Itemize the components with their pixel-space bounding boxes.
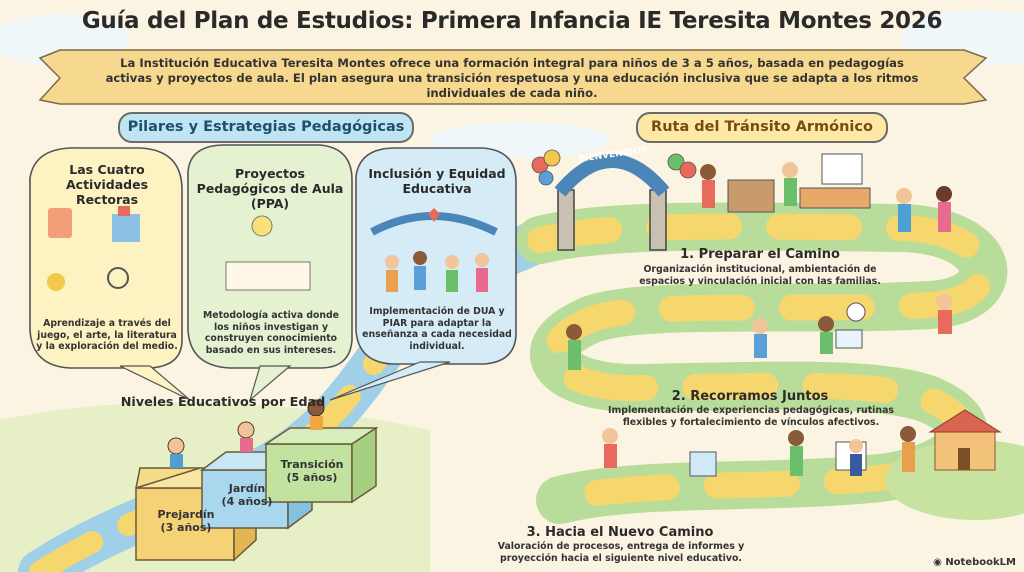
notebooklm-label: NotebookLM	[945, 557, 1016, 568]
levels-heading: Niveles Educativos por Edad	[120, 395, 326, 410]
level-prejardin-age: (3 años)	[160, 521, 212, 534]
pillar-3-desc: Implementación de DUA y PIAR para adapta…	[362, 306, 512, 352]
step-3-desc: Valoración de procesos, entrega de infor…	[497, 541, 745, 564]
pillar-1-desc: Aprendizaje a través del juego, el arte,…	[36, 318, 178, 352]
level-prejardin-name: Prejardín	[157, 508, 215, 521]
pillar-2-desc: Metodología activa donde los niños inves…	[203, 310, 339, 356]
notebooklm-logo-icon: ◉	[933, 557, 946, 568]
intro-text: La Institución Educativa Teresita Montes…	[105, 56, 919, 100]
step-2-desc: Implementación de experiencias pedagógic…	[608, 405, 894, 428]
level-prejardin: Prejardín (3 años)	[150, 508, 222, 534]
level-transicion: Transición (5 años)	[276, 458, 348, 484]
pillars-heading: Pilares y Estrategias Pedagógicas	[118, 112, 414, 143]
level-jardin-age: (4 años)	[221, 495, 273, 508]
level-transicion-age: (5 años)	[286, 471, 338, 484]
notebooklm-brand: ◉ NotebookLM	[933, 557, 1016, 568]
level-jardin-name: Jardín	[228, 482, 266, 495]
step-3-title: 3. Hacia el Nuevo Camino	[526, 525, 714, 540]
level-transicion-name: Transición	[280, 458, 344, 471]
step-1-desc: Organización institucional, ambientación…	[639, 264, 881, 287]
route-heading: Ruta del Tránsito Armónico	[636, 112, 888, 143]
level-jardin: Jardín (4 años)	[216, 482, 278, 508]
step-1-title: 1. Preparar el Camino	[680, 247, 840, 262]
pillar-1-title: Las Cuatro Actividades Rectoras	[65, 162, 149, 207]
page-title: Guía del Plan de Estudios: Primera Infan…	[81, 8, 943, 34]
step-2-title: 2. Recorramos Juntos	[671, 389, 829, 404]
pillar-3-title: Inclusión y Equidad Educativa	[368, 166, 506, 196]
pillar-2-title: Proyectos Pedagógicos de Aula (PPA)	[196, 166, 344, 211]
